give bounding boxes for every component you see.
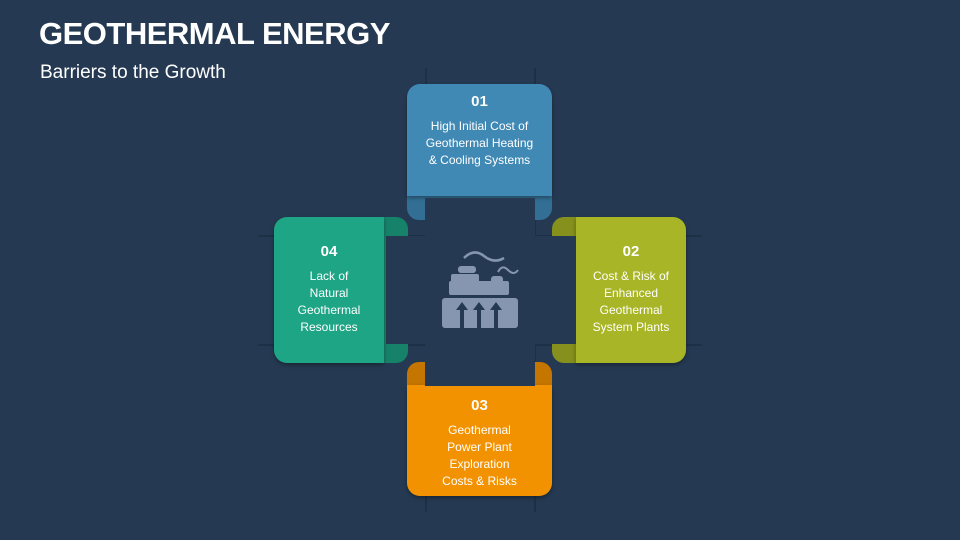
card-01: 01 High Initial Cost of Geothermal Heati… bbox=[407, 84, 552, 196]
card-text: Lack of Natural Geothermal Resources bbox=[297, 269, 361, 334]
card-number: 03 bbox=[471, 397, 488, 414]
page-title: GEOTHERMAL ENERGY bbox=[39, 16, 390, 51]
geothermal-plant-icon bbox=[442, 251, 519, 328]
card-number: 02 bbox=[622, 243, 640, 260]
card-number: 01 bbox=[471, 93, 488, 110]
card-03: 03 Geothermal Power Plant Exploration Co… bbox=[407, 385, 552, 496]
card-number: 04 bbox=[320, 243, 338, 260]
page-subtitle: Barriers to the Growth bbox=[40, 62, 226, 83]
card-text: High Initial Cost of Geothermal Heating … bbox=[425, 119, 534, 167]
card-text: Geothermal Power Plant Exploration Costs… bbox=[442, 423, 517, 488]
card-text: Cost & Risk of Enhanced Geothermal Syste… bbox=[592, 269, 670, 334]
card-02: 02 Cost & Risk of Enhanced Geothermal Sy… bbox=[576, 217, 686, 363]
card-04: 04 Lack of Natural Geothermal Resources bbox=[274, 217, 384, 363]
